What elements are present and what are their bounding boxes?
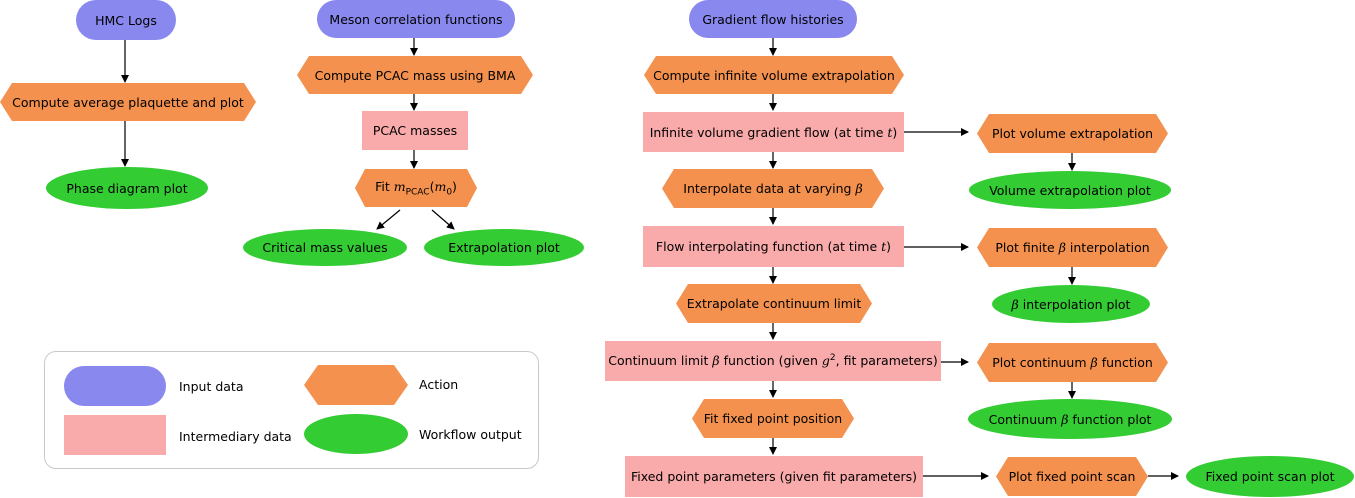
node-fit-mpcac: Fit mPCAC(m0) — [355, 169, 477, 207]
node-label: Compute PCAC mass using BMA — [314, 67, 516, 83]
legend-input-swatch — [64, 366, 166, 406]
node-label: HMC Logs — [95, 12, 157, 28]
node-label: Continuum β function plot — [988, 411, 1152, 427]
legend-intermediary-label: Intermediary data — [179, 429, 292, 444]
node-flow-interpolating-function: Flow interpolating function (at time t) — [643, 226, 904, 267]
node-meson-correlation-functions: Meson correlation functions — [317, 0, 515, 38]
node-interpolate-varying-beta: Interpolate data at varying β — [662, 169, 884, 208]
node-compute-pcac-mass: Compute PCAC mass using BMA — [297, 56, 533, 94]
node-plot-volume-extrapolation: Plot volume extrapolation — [977, 114, 1168, 153]
node-label: Plot volume extrapolation — [991, 126, 1154, 141]
node-label: Compute average plaquette and plot — [12, 94, 244, 110]
legend-action-label: Action — [419, 377, 459, 392]
node-label: Extrapolation plot — [448, 240, 560, 255]
node-volume-extrapolation-plot: Volume extrapolation plot — [969, 171, 1171, 209]
node-label: β interpolation plot — [1011, 296, 1131, 312]
node-label: Plot fixed point scan — [1008, 469, 1136, 484]
arrow — [376, 209, 401, 230]
node-continuum-beta-plot: Continuum β function plot — [968, 399, 1172, 439]
node-label: Extrapolate continuum limit — [686, 296, 862, 311]
arrow — [431, 209, 455, 230]
node-label: Gradient flow histories — [702, 11, 844, 27]
node-infinite-volume-flow: Infinite volume gradient flow (at time t… — [643, 112, 904, 152]
node-label: Volume extrapolation plot — [989, 182, 1151, 198]
legend: Input data Action Intermediary data Work… — [44, 351, 539, 469]
node-compute-infinite-volume: Compute infinite volume extrapolation — [644, 56, 904, 94]
node-hmc-logs: HMC Logs — [76, 0, 176, 40]
node-plot-continuum-beta: Plot continuum β function — [977, 343, 1168, 382]
legend-output-label: Workflow output — [419, 427, 522, 442]
node-extrapolation-plot: Extrapolation plot — [424, 229, 584, 266]
node-label: Plot continuum β function — [992, 355, 1153, 370]
node-label: Continuum limit β function (given g2, fi… — [608, 353, 938, 369]
node-pcac-masses: PCAC masses — [362, 111, 468, 150]
node-beta-interpolation-plot: β interpolation plot — [992, 285, 1150, 323]
node-label: Infinite volume gradient flow (at time t… — [649, 124, 898, 140]
node-label: Meson correlation functions — [329, 11, 503, 27]
legend-action-swatch — [304, 365, 408, 405]
node-compute-average-plaquette: Compute average plaquette and plot — [0, 83, 256, 121]
node-label: Compute infinite volume extrapolation — [653, 67, 895, 83]
node-gradient-flow-histories: Gradient flow histories — [689, 0, 857, 38]
node-phase-diagram-plot: Phase diagram plot — [46, 167, 208, 209]
node-continuum-beta-function: Continuum limit β function (given g2, fi… — [605, 341, 941, 381]
node-fixed-point-scan-plot: Fixed point scan plot — [1186, 456, 1354, 497]
node-fixed-point-parameters: Fixed point parameters (given fit parame… — [625, 456, 923, 497]
legend-input-label: Input data — [179, 379, 244, 394]
node-label: Interpolate data at varying β — [683, 181, 863, 196]
node-label: Phase diagram plot — [66, 180, 188, 196]
node-label: Flow interpolating function (at time t) — [655, 239, 892, 254]
node-plot-finite-beta-interpolation: Plot finite β interpolation — [977, 228, 1168, 267]
node-label: Fixed point scan plot — [1205, 469, 1335, 484]
node-critical-mass-values: Critical mass values — [243, 229, 407, 266]
node-extrapolate-continuum: Extrapolate continuum limit — [676, 284, 872, 323]
node-label: Critical mass values — [262, 240, 388, 255]
legend-intermediary-swatch — [64, 415, 166, 455]
node-plot-fixed-point-scan: Plot fixed point scan — [996, 457, 1148, 496]
node-label: Fixed point parameters (given fit parame… — [630, 469, 918, 484]
node-label: Fit fixed point position — [703, 411, 843, 426]
node-fit-fixed-point: Fit fixed point position — [692, 399, 854, 438]
node-label: Plot finite β interpolation — [995, 240, 1150, 255]
node-label: Fit mPCAC(m0) — [375, 178, 457, 198]
legend-output-swatch — [304, 414, 408, 454]
node-label: PCAC masses — [372, 123, 458, 138]
